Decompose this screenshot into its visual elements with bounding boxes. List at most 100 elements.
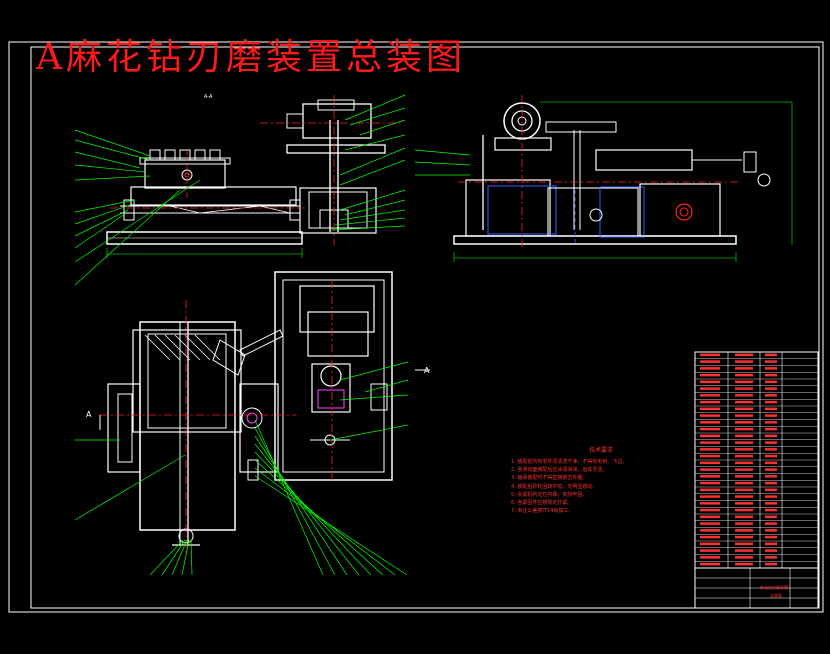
parts-list-name xyxy=(700,556,720,559)
plan-right-inner xyxy=(282,279,385,473)
parts-list-qty xyxy=(765,542,777,546)
parts-list-name xyxy=(700,522,720,525)
parts-list-material xyxy=(735,535,753,539)
front-leader-right xyxy=(349,107,406,126)
parts-list-qty xyxy=(765,529,777,532)
parts-list-material xyxy=(735,522,753,525)
tech-notes-heading: 技术要求 xyxy=(588,447,613,454)
plan-leader-right xyxy=(339,394,409,401)
side-knob xyxy=(757,173,771,187)
parts-list-material xyxy=(735,407,753,411)
side-gear-inner xyxy=(679,207,689,217)
parts-list-qty xyxy=(765,502,777,505)
parts-list-name xyxy=(700,481,720,485)
plan-left-inner xyxy=(117,393,133,463)
front-leader xyxy=(74,151,141,169)
plan-guard xyxy=(212,339,246,376)
front-leader xyxy=(74,179,201,263)
parts-list-qty xyxy=(765,387,777,390)
parts-list-material xyxy=(735,502,753,505)
parts-list-name xyxy=(700,475,720,478)
plan-leader-knob xyxy=(149,539,184,576)
parts-list-qty xyxy=(765,414,777,417)
side-arm xyxy=(545,121,617,133)
parts-list-name xyxy=(700,448,720,451)
parts-list-name xyxy=(700,434,720,438)
side-gearbox xyxy=(639,183,721,237)
parts-list-material xyxy=(735,448,753,451)
side-slide xyxy=(547,187,639,237)
parts-list-qty xyxy=(765,461,777,465)
vise-tooth xyxy=(164,149,176,161)
vise-tooth xyxy=(209,149,221,161)
side-base xyxy=(453,235,737,245)
slide-guide xyxy=(130,186,297,206)
front-leader xyxy=(74,189,181,286)
vise-tooth xyxy=(194,149,206,161)
outer-border xyxy=(8,41,824,613)
front-leader-right xyxy=(344,134,406,151)
parts-list-material xyxy=(735,529,753,532)
parts-list-material xyxy=(735,353,753,357)
front-leader-right xyxy=(344,199,406,216)
parts-list-qty xyxy=(765,562,777,566)
plan-motor-top xyxy=(299,285,375,333)
tech-note-1: 1. 装配前所有零件须清洗干净，不得有毛刺、飞边。 xyxy=(511,459,628,465)
plan-leader-right xyxy=(329,424,409,441)
parts-list-qty xyxy=(765,394,777,397)
plan-leader-bottom xyxy=(254,435,348,576)
plan-right-bracket xyxy=(239,383,279,473)
front-leader-right xyxy=(339,209,406,221)
parts-list-name xyxy=(700,535,720,539)
parts-list-material xyxy=(735,387,753,390)
parts-list-name xyxy=(700,495,720,498)
front-leader-right xyxy=(344,94,406,121)
plan-right-housing xyxy=(274,271,393,481)
parts-list-name xyxy=(700,515,720,519)
front-leader-right xyxy=(334,217,406,226)
plan-leader-right xyxy=(339,361,409,381)
parts-list-qty xyxy=(765,468,777,471)
plan-gear xyxy=(320,365,342,387)
parts-list-material xyxy=(735,542,753,546)
tech-note-5: 5. 夹紧机构定位可靠，夹持牢固。 xyxy=(511,491,588,498)
parts-list-qty xyxy=(765,434,777,438)
plan-motor-body xyxy=(307,311,369,357)
parts-list-name xyxy=(700,468,720,471)
front-leader xyxy=(74,209,129,237)
section-marker-left: A xyxy=(86,410,92,419)
parts-list-name xyxy=(700,427,720,431)
plan-leader-knob xyxy=(171,539,188,576)
parts-list-qty xyxy=(765,353,777,357)
side-gear xyxy=(675,203,693,221)
parts-list-qty xyxy=(765,508,777,512)
side-leader xyxy=(414,161,471,166)
parts-list-qty xyxy=(765,367,777,370)
parts-list-material xyxy=(735,475,753,478)
parts-list-material xyxy=(735,373,753,377)
parts-list-material xyxy=(735,454,753,458)
side-column xyxy=(465,179,551,237)
tech-note-3: 3. 轴承装配时不得直接敲击外圈。 xyxy=(511,475,588,482)
parts-list-qty xyxy=(765,488,777,492)
side-knob-base xyxy=(743,151,757,173)
front-leader-right xyxy=(329,225,406,231)
parts-list-qty xyxy=(765,441,777,444)
parts-list-qty xyxy=(765,535,777,539)
plan-inner xyxy=(147,333,227,429)
plan-leader-right xyxy=(364,379,409,393)
parts-list-qty xyxy=(765,475,777,478)
motor-top xyxy=(317,99,355,111)
side-motor-mount xyxy=(494,137,552,151)
motor-end-cap xyxy=(286,113,304,129)
side-hidden-slide xyxy=(599,186,645,238)
vise-tooth xyxy=(149,149,161,161)
parts-list-name xyxy=(700,380,720,384)
plan-gear-box xyxy=(311,363,351,413)
parts-list-qty xyxy=(765,522,777,525)
drawing-title: A麻花钻刃磨装置总装图 xyxy=(36,37,466,78)
parts-list-material xyxy=(735,360,753,363)
plan-right-hub xyxy=(241,407,263,429)
